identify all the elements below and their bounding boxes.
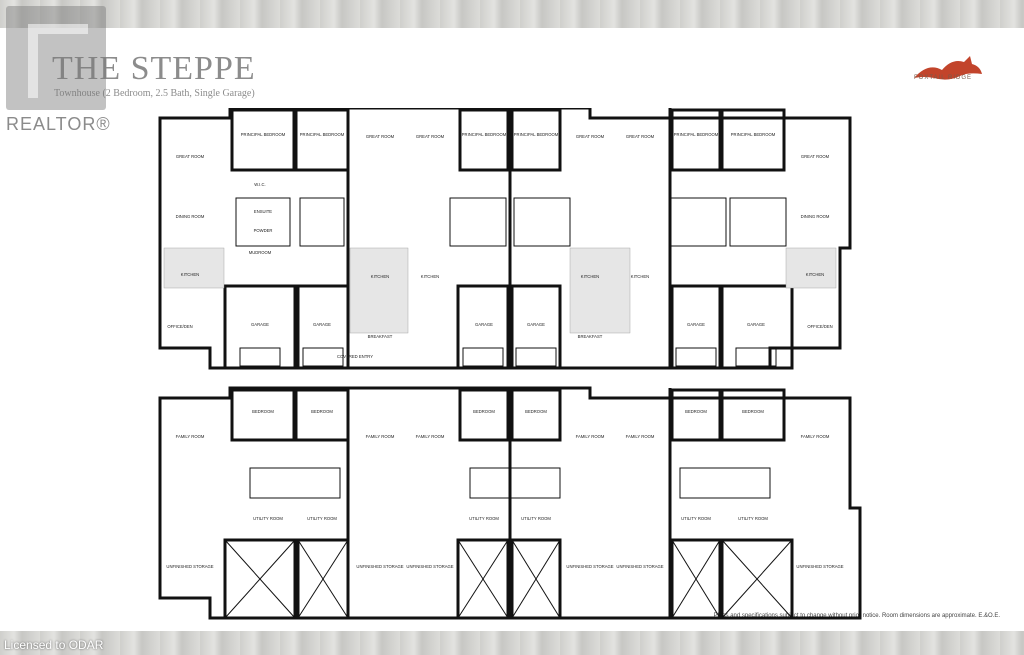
label-great-room: GREAT ROOM [416,134,445,139]
floorplan-sheet: THE STEPPE Townhouse (2 Bedroom, 2.5 Bat… [0,28,1024,631]
label-kitchen: KITCHEN [421,274,439,279]
label-utility-room: UTILITY ROOM [738,516,768,521]
label-principal-bedroom: PRINCIPAL BEDROOM [674,132,719,137]
label-office-den: OFFICE/DEN [167,324,192,329]
wood-border-top [0,0,1024,28]
label-great-room: GREAT ROOM [366,134,395,139]
page-title: THE STEPPE [52,50,256,87]
label-garage: GARAGE [475,322,493,327]
label-office-den: OFFICE/DEN [807,324,832,329]
label-unfinished-storage: UNFINISHED STORAGE [356,564,403,569]
fox-icon [914,56,982,80]
label-unfinished-storage: UNFINISHED STORAGE [406,564,453,569]
label-bedroom: BEDROOM [473,409,495,414]
label-bedroom: BEDROOM [685,409,707,414]
brand-logo-text: FOXTAIL RIDGE [914,75,973,81]
label-garage: GARAGE [687,322,705,327]
label-mudroom: MUDROOM [249,250,272,255]
label-powder: POWDER [254,228,273,233]
label-principal-bedroom: PRINCIPAL BEDROOM [731,132,776,137]
label-kitchen: KITCHEN [181,272,199,277]
label-great-room: GREAT ROOM [801,154,830,159]
label-family-room: FAMILY ROOM [416,434,445,439]
label-ensuite: ENSUITE [254,209,272,214]
label-bedroom: BEDROOM [311,409,333,414]
label-family-room: FAMILY ROOM [801,434,830,439]
label-family-room: FAMILY ROOM [366,434,395,439]
label-garage: GARAGE [747,322,765,327]
label-utility-room: UTILITY ROOM [307,516,337,521]
label-wic: W.I.C. [254,182,265,187]
label-unfinished-storage: UNFINISHED STORAGE [796,564,843,569]
label-utility-room: UTILITY ROOM [681,516,711,521]
label-principal-bedroom: PRINCIPAL BEDROOM [514,132,559,137]
label-utility-room: UTILITY ROOM [521,516,551,521]
label-principal-bedroom: PRINCIPAL BEDROOM [300,132,345,137]
floor-plan-drawing: GREAT ROOM DINING ROOM KITCHEN OFFICE/DE… [158,108,862,620]
label-unfinished-storage: UNFINISHED STORAGE [566,564,613,569]
label-kitchen: KITCHEN [581,274,599,279]
label-kitchen: KITCHEN [371,274,389,279]
label-bedroom: BEDROOM [742,409,764,414]
label-family-room: FAMILY ROOM [176,434,205,439]
label-breakfast: BREAKFAST [368,334,393,339]
page-subtitle: Townhouse (2 Bedroom, 2.5 Bath, Single G… [54,88,255,99]
label-great-room: GREAT ROOM [576,134,605,139]
label-family-room: FAMILY ROOM [576,434,605,439]
wood-border-bottom [0,631,1024,655]
label-unfinished-storage: UNFINISHED STORAGE [166,564,213,569]
label-kitchen: KITCHEN [631,274,649,279]
label-garage: GARAGE [251,322,269,327]
label-great-room: GREAT ROOM [176,154,205,159]
label-family-room: FAMILY ROOM [626,434,655,439]
label-garage: GARAGE [527,322,545,327]
label-utility-room: UTILITY ROOM [469,516,499,521]
label-unfinished-storage: UNFINISHED STORAGE [616,564,663,569]
label-breakfast: BREAKFAST [578,334,603,339]
label-bedroom: BEDROOM [525,409,547,414]
label-great-room: GREAT ROOM [626,134,655,139]
disclaimer-text: Plans and specifications subject to chan… [713,613,1000,619]
label-garage: GARAGE [313,322,331,327]
license-watermark: Licensed to ODAR [4,638,104,652]
label-kitchen: KITCHEN [806,272,824,277]
label-covered-entry: COVERED ENTRY [337,354,373,359]
label-principal-bedroom: PRINCIPAL BEDROOM [462,132,507,137]
label-dining-room: DINING ROOM [801,214,830,219]
label-bedroom: BEDROOM [252,409,274,414]
label-utility-room: UTILITY ROOM [253,516,283,521]
label-principal-bedroom: PRINCIPAL BEDROOM [241,132,286,137]
realtor-logo-watermark [6,6,106,110]
label-dining-room: DINING ROOM [176,214,205,219]
realtor-watermark-text: REALTOR® [6,114,111,134]
